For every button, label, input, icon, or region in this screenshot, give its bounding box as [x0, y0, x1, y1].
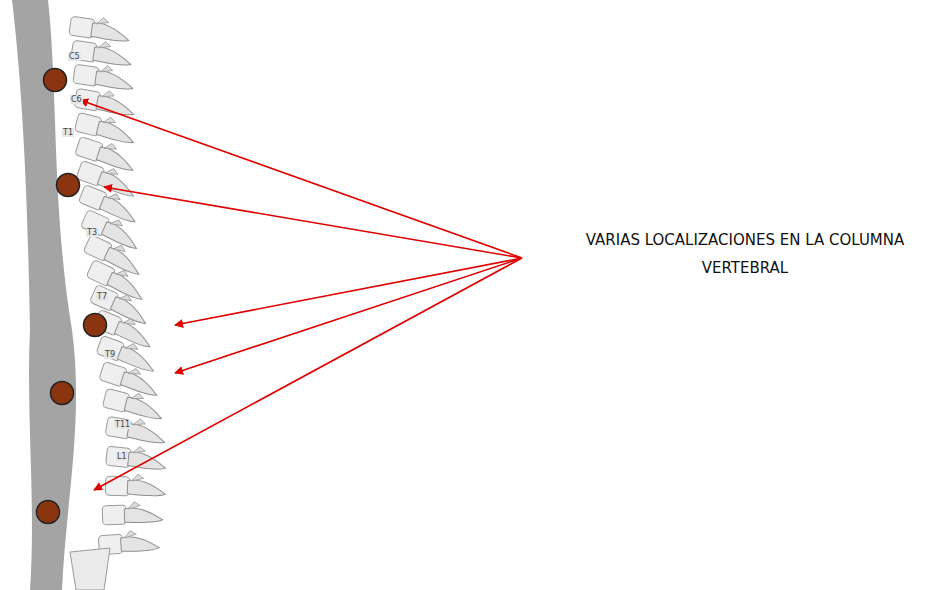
- callout-text: VARIAS LOCALIZACIONES EN LA COLUMNA VERT…: [580, 226, 910, 282]
- vertebra-label: T1: [62, 128, 74, 137]
- vertebra-label: T11: [114, 420, 131, 429]
- vertebra-label: T9: [104, 350, 116, 359]
- vertebra-label: C5: [68, 52, 81, 61]
- vertebra-label: T7: [96, 292, 108, 301]
- vertebra-label: C6: [70, 95, 83, 104]
- vertebra-label: T3: [86, 228, 98, 237]
- vertebral-column: [12, 0, 168, 590]
- leader-arrows: [80, 100, 522, 490]
- vertebra-label: L1: [116, 452, 128, 461]
